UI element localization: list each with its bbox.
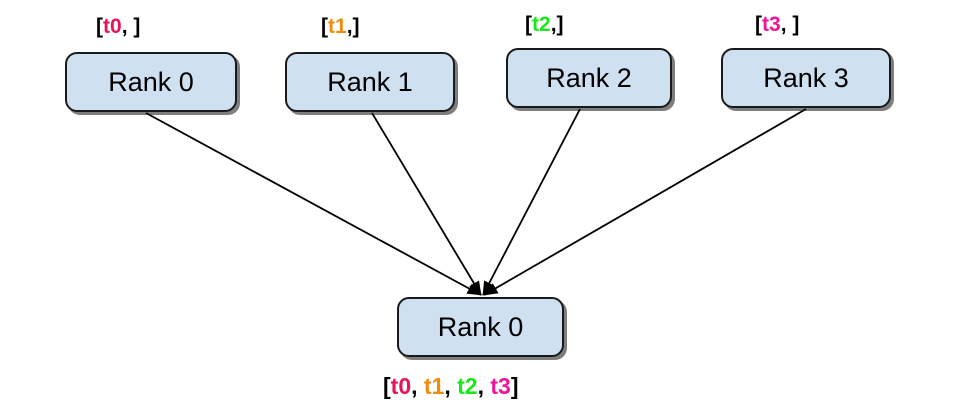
token-part: , ] — [121, 15, 141, 38]
node-label: Rank 0 — [108, 66, 194, 97]
token-tag-destination-rank-0: [t0, t1, t2, t3] — [383, 375, 519, 398]
token-part: [ — [525, 13, 532, 36]
node-source-rank-0[interactable]: Rank 0 — [65, 52, 237, 112]
token-part: t1 — [328, 15, 347, 38]
token-part: ,] — [346, 15, 360, 38]
edge-rank-1-to-root — [371, 112, 482, 296]
token-part: , — [444, 373, 458, 399]
token-part: t3 — [490, 373, 511, 399]
token-part: t0 — [103, 15, 122, 38]
token-part: [ — [96, 15, 103, 38]
token-part: ] — [510, 373, 519, 399]
token-tag-source-rank-0: [t0, ] — [96, 16, 140, 37]
token-part: t1 — [423, 373, 445, 399]
node-source-rank-3[interactable]: Rank 3 — [721, 48, 891, 108]
node-label: Rank 2 — [546, 62, 632, 93]
node-source-rank-2[interactable]: Rank 2 — [506, 48, 672, 108]
token-part: , — [477, 373, 491, 399]
token-part: t2 — [532, 13, 551, 36]
node-label: Rank 1 — [327, 66, 413, 97]
token-part: [ — [321, 15, 328, 38]
token-tag-source-rank-1: [t1,] — [321, 16, 360, 37]
token-part: [ — [383, 373, 391, 399]
token-part: t2 — [457, 373, 478, 399]
token-tag-source-rank-2: [t2,] — [525, 14, 564, 35]
node-label: Rank 0 — [437, 311, 524, 342]
token-part: , ] — [780, 13, 800, 36]
node-label: Rank 3 — [763, 62, 849, 93]
token-part: t0 — [390, 373, 412, 399]
edge-rank-2-to-root — [482, 108, 581, 296]
token-part: [ — [755, 13, 762, 36]
token-part: t3 — [762, 13, 781, 36]
gather-edges — [145, 108, 807, 296]
token-part: , — [411, 373, 424, 399]
edge-rank-3-to-root — [483, 108, 807, 296]
node-destination-rank-0[interactable]: Rank 0 — [397, 297, 564, 357]
edge-rank-0-to-root — [145, 112, 482, 296]
token-tag-source-rank-3: [t3, ] — [755, 14, 799, 35]
token-part: ,] — [550, 13, 564, 36]
node-source-rank-1[interactable]: Rank 1 — [285, 52, 455, 112]
